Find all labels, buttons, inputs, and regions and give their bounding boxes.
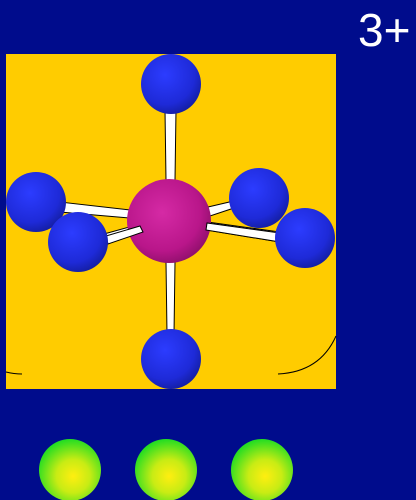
bond-bottom: [165, 261, 176, 335]
bottom-sphere-2: [135, 439, 197, 500]
ligand-left-back: [6, 172, 66, 232]
bottom-sphere-1: [39, 439, 101, 500]
ligand-bottom: [141, 329, 201, 389]
ligand-left-front: [48, 212, 108, 272]
central-metal-ion: [127, 179, 211, 263]
ligand-top: [141, 54, 201, 114]
charge-label: 3+: [358, 4, 411, 56]
ligand-right-front: [275, 208, 335, 268]
panel-arc-right: [277, 335, 337, 375]
panel-arc-left: [5, 371, 23, 375]
ligand-right-back: [229, 168, 289, 228]
bottom-sphere-3: [231, 439, 293, 500]
bond-top: [164, 109, 177, 181]
